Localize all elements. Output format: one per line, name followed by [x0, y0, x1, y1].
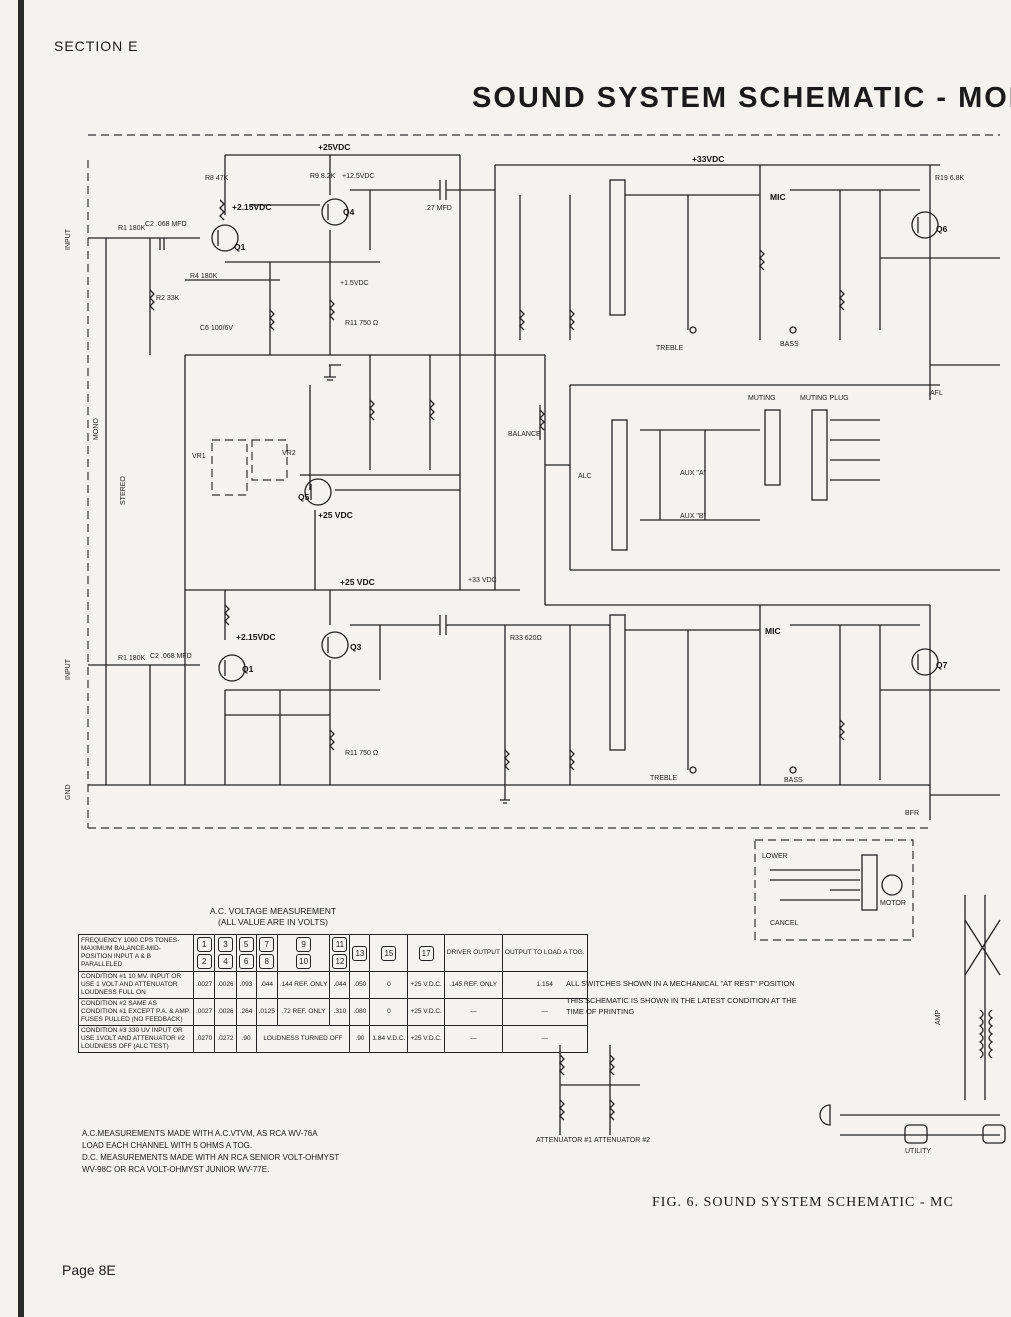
printing-note: THIS SCHEMATIC IS SHOWN IN THE LATEST CO…: [566, 996, 797, 1016]
balance-label: BALANCE: [508, 431, 541, 438]
voltage-label-15: +1.5VDC: [340, 280, 369, 287]
bass-label-bottom: BASS: [784, 777, 803, 784]
schematic-notes: ALL SWITCHES SHOWN IN A MECHANICAL "AT R…: [566, 978, 806, 1023]
table-header-label: FREQUENCY 1000 CPS TONES-MAXIMUM BALANCE…: [78, 934, 194, 972]
output-load-header: OUTPUT TO LOAD A TOG.: [501, 934, 588, 972]
point-col: 15: [369, 934, 409, 972]
loudness-motor-box: [754, 839, 914, 941]
voltage-table-caption: A.C. VOLTAGE MEASUREMENT (ALL VALUE ARE …: [209, 906, 337, 927]
r9-label: R9 8.2K: [310, 173, 336, 180]
q4-label: Q4: [343, 207, 355, 217]
aux-b-label: AUX "B": [680, 513, 706, 520]
mic-label-bottom: MIC: [765, 626, 781, 636]
r19-label: R19 6.8K: [935, 175, 965, 182]
treble-label-bottom: TREBLE: [650, 775, 678, 782]
power-plug-icon: [819, 1104, 831, 1126]
mono-label: MONO: [93, 418, 100, 440]
section-label: SECTION E: [54, 38, 139, 54]
ground-label: GND: [65, 784, 72, 800]
voltage-label-215a: +2.15VDC: [232, 202, 271, 212]
muting-label: MUTING: [748, 395, 776, 402]
voltage-label-125: +12.5VDC: [342, 173, 375, 180]
rail-label-25v-mid: +25 VDC: [340, 577, 375, 587]
figure-caption: FIG. 6. SOUND SYSTEM SCHEMATIC - MC: [652, 1195, 954, 1210]
r1-lower-label: R1 180K: [118, 655, 146, 662]
lower-label: LOWER: [762, 853, 788, 860]
afl-label: AFL: [930, 390, 943, 397]
voltage-label-25a: +25 VDC: [318, 510, 353, 520]
bass-label-top: BASS: [780, 341, 799, 348]
q6-label: Q6: [936, 224, 948, 234]
amp-label: AMP: [935, 1010, 942, 1026]
page-title: SOUND SYSTEM SCHEMATIC - MOI: [472, 82, 1011, 114]
stereo-label: STEREO: [120, 476, 127, 505]
c2-lower-label: C2 .068 MFD: [150, 653, 192, 660]
point-col: 13: [349, 934, 371, 972]
r1-label: R1 180K: [118, 225, 146, 232]
voltage-table: FREQUENCY 1000 CPS TONES-MAXIMUM BALANCE…: [78, 934, 588, 1053]
driver-output-header: DRIVER OUTPUT: [443, 934, 503, 972]
switch-note: ALL SWITCHES SHOWN IN A MECHANICAL "AT R…: [566, 979, 795, 988]
lower-channel: [149, 590, 610, 804]
attenuator-networks: [559, 1045, 640, 1135]
table-row: CONDITION #3 330 UV INPUT OR USE 1VOLT A…: [78, 1025, 588, 1053]
q5-label: Q5: [298, 492, 310, 502]
c6-label: C6 100/6V: [200, 325, 233, 332]
upper-channel: [149, 155, 495, 590]
table-row: CONDITION #2 SAME AS CONDITION #1 EXCEPT…: [78, 998, 588, 1026]
bfr-label: BFR: [905, 810, 919, 817]
rail-label-25v: +25VDC: [318, 142, 350, 152]
vr2-label: VR2: [282, 450, 296, 457]
motor-icon: [881, 874, 903, 896]
table-row: CONDITION #1 10 MV. INPUT OR USE 1 VOLT …: [78, 971, 588, 999]
attenuator-2-label: ATTENUATOR #2: [594, 1137, 650, 1144]
power-plug-area: [819, 895, 1006, 1144]
q1-label: Q1: [234, 242, 246, 252]
c2-label: C2 .068 MFD: [145, 221, 187, 228]
r8-label: R8 47K: [205, 175, 229, 182]
table-header-row: FREQUENCY 1000 CPS TONES-MAXIMUM BALANCE…: [78, 934, 588, 972]
motor-label: MOTOR: [880, 900, 906, 907]
q3-label: Q3: [350, 642, 362, 652]
page-number: Page 8E: [62, 1262, 116, 1278]
binding-edge: [18, 0, 24, 1317]
c8-label: .27 MFD: [425, 205, 452, 212]
r11-lower-label: R11 750 Ω: [345, 750, 378, 757]
voltage-label-215b: +2.15VDC: [236, 632, 275, 642]
power-rails: [88, 154, 1000, 786]
q1-lower-label: Q1: [242, 664, 254, 674]
input-label-top: INPUT: [65, 228, 72, 250]
r11-label: R11 750 Ω: [345, 320, 378, 327]
r2-label: R2 33K: [156, 295, 180, 302]
tone-control-section: [519, 165, 1000, 820]
vr1-label: VR1: [192, 453, 206, 460]
aux-a-label: AUX "A": [680, 470, 706, 477]
point-col: 17: [407, 934, 445, 972]
rail-label-33v-mid: +33 VDC: [468, 577, 497, 584]
mic-label-top: MIC: [770, 192, 786, 202]
input-label-bottom: INPUT: [65, 658, 72, 680]
treble-label-top: TREBLE: [656, 345, 684, 352]
rail-label-33v: +33VDC: [692, 154, 724, 164]
muting-plug-label: MUTING PLUG: [800, 395, 849, 402]
utility-label: UTILITY: [905, 1148, 931, 1155]
measurement-notes: A.C.MEASUREMENTS MADE WITH A.C.VTVM, AS …: [82, 1129, 340, 1174]
r4-label: R4 180K: [190, 273, 218, 280]
alc-label: ALC: [578, 473, 592, 480]
r33-label: R33 620Ω: [510, 635, 542, 642]
q7-label: Q7: [936, 660, 948, 670]
attenuator-1-label: ATTENUATOR #1: [536, 1137, 592, 1144]
cancel-label: CANCEL: [770, 920, 799, 927]
